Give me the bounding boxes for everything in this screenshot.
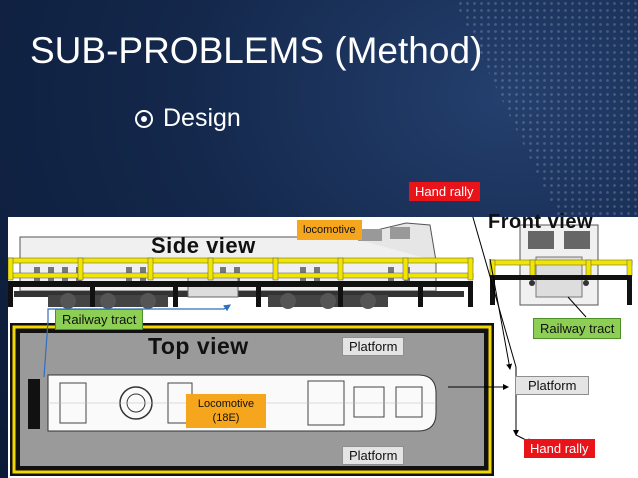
locomotive-top-view-label: Locomotive (18E) [186,394,266,428]
platform-front-arrow [489,258,513,370]
platform-bottom-label: Platform [342,446,405,465]
side-view-hand-rail [7,257,474,281]
hand-rally-arrow [469,206,517,368]
railway-tract-left-label: Railway tract [55,309,144,330]
hand-rally-label-bottom: Hand rally [524,439,595,458]
bullet-item: Design [135,104,241,133]
railway-tract-right-label: Railway tract [533,318,622,339]
top-view-hand-rail [12,325,492,474]
circle-bullet-icon [135,110,153,129]
railway-tract-right-arrow [567,296,587,318]
slide-title: SUB-PROBLEMS (Method) [30,30,483,71]
railway-tract-left-arrow-down [43,320,49,378]
platform-top-label: Platform [342,337,405,356]
hand-rally-label-top: Hand rally [409,182,480,201]
side-view-title: Side view [151,233,256,258]
bullet-text: Design [163,104,241,132]
platform-right-label: Platform [515,376,590,395]
top-view-title: Top view [148,333,249,359]
side-view-platform [8,281,473,307]
front-view-title: Front view [488,211,594,233]
locomotive-side-label: locomotive [297,220,362,240]
front-view-platform [490,275,632,305]
diagram-panel: Side view Front view Top view [7,206,638,478]
